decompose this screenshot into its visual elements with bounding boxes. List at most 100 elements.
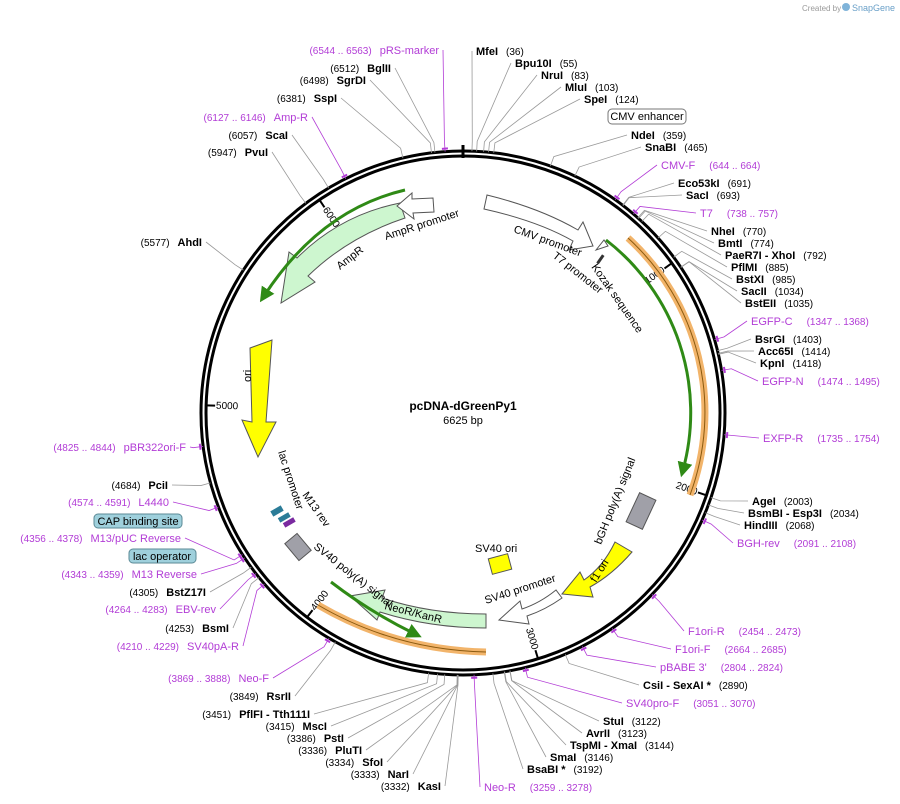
- site-label[interactable]: SacI(693): [686, 190, 740, 202]
- primer-binding-mark[interactable]: [324, 638, 331, 644]
- primer-label[interactable]: SV40pro-F(3051 .. 3070): [626, 698, 755, 710]
- site-label[interactable]: NruI(83): [541, 70, 589, 82]
- feature-sv40-polya-block[interactable]: [284, 532, 312, 562]
- feature-t7-promoter-arrow[interactable]: [594, 239, 609, 252]
- primer-label[interactable]: (4264 .. 4283)EBV-rev: [105, 604, 216, 616]
- site-label[interactable]: (3415)MscI: [266, 721, 327, 733]
- site-label[interactable]: (3333)NarI: [351, 769, 409, 781]
- site-label[interactable]: SpeI(124): [584, 94, 639, 106]
- boxed-cap-binding-site[interactable]: CAP binding site: [93, 513, 183, 529]
- site-label[interactable]: Acc65I(1414): [758, 346, 830, 358]
- primer-label[interactable]: T7(738 .. 757): [700, 208, 778, 220]
- feature-neor-kanr-arrow[interactable]: [348, 589, 487, 629]
- site-label[interactable]: (5947)PvuI: [208, 147, 268, 159]
- site-label[interactable]: BsmBI - Esp3I(2034): [748, 508, 859, 520]
- primer-binding-mark[interactable]: [251, 572, 257, 579]
- site-label[interactable]: (6057)ScaI: [228, 130, 288, 142]
- site-label[interactable]: KpnI(1418): [760, 358, 821, 370]
- primer-binding-mark[interactable]: [610, 628, 617, 634]
- site-label[interactable]: MfeI(36): [476, 46, 524, 58]
- site-label[interactable]: PaeR7I - XhoI(792): [725, 250, 827, 262]
- primer-binding-mark[interactable]: [522, 668, 530, 673]
- feature-egfp-orf-orange[interactable]: [625, 235, 709, 497]
- site-label[interactable]: NheI(770): [711, 226, 766, 238]
- site-label[interactable]: BmtI(774): [718, 238, 774, 250]
- site-label[interactable]: (4305)BstZ17I: [129, 587, 206, 599]
- site-label[interactable]: (3451)PflFI - Tth111I: [202, 709, 310, 721]
- primer-label[interactable]: EGFP-N(1474 .. 1495): [762, 376, 880, 388]
- primer-label[interactable]: (4825 .. 4844)pBR322ori-F: [53, 442, 186, 454]
- primer-label[interactable]: (6127 .. 6146)Amp-R: [204, 112, 309, 124]
- site-label[interactable]: (3334)SfoI: [325, 757, 383, 769]
- feature-egfp-orf-green[interactable]: [605, 238, 693, 478]
- site-label[interactable]: AvrII(3123): [586, 728, 647, 740]
- feature-ampr-promoter-arrow[interactable]: [396, 191, 435, 221]
- site-label[interactable]: (4253)BsmI: [165, 623, 229, 635]
- site-label[interactable]: (3849)RsrII: [230, 691, 291, 703]
- site-label[interactable]: (6498)SgrDI: [300, 75, 366, 87]
- site-label[interactable]: StuI(3122): [603, 716, 661, 728]
- site-label[interactable]: (6512)BglII: [330, 63, 391, 75]
- site-label[interactable]: SacII(1034): [741, 286, 804, 298]
- site-label[interactable]: CsiI - SexAI *(2890): [643, 680, 748, 692]
- primer-binding-mark[interactable]: [702, 518, 708, 525]
- feature-sv40-ori-block[interactable]: [487, 553, 513, 575]
- site-label[interactable]: BsaBI *(3192): [527, 764, 602, 776]
- primer-label[interactable]: (4210 .. 4229)SV40pA-R: [117, 641, 239, 653]
- primer-binding-mark[interactable]: [632, 209, 639, 215]
- site-label[interactable]: (5577)AhdI: [141, 237, 202, 249]
- site-label[interactable]: SmaI(3146): [550, 752, 613, 764]
- feature-lac-promoter-block[interactable]: [277, 512, 291, 523]
- primer-label[interactable]: BGH-rev(2091 .. 2108): [737, 538, 856, 550]
- site-label[interactable]: SnaBI(465): [645, 142, 708, 154]
- primer-label[interactable]: CMV-F(644 .. 664): [661, 160, 760, 172]
- primer-binding-mark[interactable]: [198, 443, 202, 450]
- site-label[interactable]: Eco53kI(691): [678, 178, 751, 190]
- feature-cmv-promoter-arrow[interactable]: [483, 194, 594, 251]
- site-label[interactable]: NdeI(359): [631, 130, 686, 142]
- primer-label[interactable]: (4356 .. 4378)M13/pUC Reverse: [20, 533, 181, 545]
- primer-binding-mark[interactable]: [715, 335, 720, 342]
- feature-ampr-arrow[interactable]: [280, 202, 406, 304]
- site-label[interactable]: AgeI(2003): [752, 496, 813, 508]
- primer-label[interactable]: EGFP-C(1347 .. 1368): [751, 316, 869, 328]
- site-label[interactable]: MluI(103): [565, 82, 618, 94]
- feature-ori-arrow[interactable]: [241, 339, 277, 459]
- primer-binding-mark[interactable]: [237, 553, 243, 560]
- primer-label[interactable]: (4343 .. 4359)M13 Reverse: [61, 569, 197, 581]
- primer-label[interactable]: (6544 .. 6563)pRS-marker: [309, 45, 439, 57]
- feature-kozak-block[interactable]: [596, 254, 605, 265]
- primer-label[interactable]: F1ori-R(2454 .. 2473): [688, 626, 801, 638]
- primer-binding-mark[interactable]: [259, 583, 265, 589]
- feature-m13-rev-block[interactable]: [282, 517, 296, 528]
- feature-cap-site-block[interactable]: [270, 505, 284, 517]
- primer-binding-mark[interactable]: [613, 194, 621, 200]
- primer-binding-mark[interactable]: [341, 173, 348, 179]
- primer-label[interactable]: EXFP-R(1735 .. 1754): [763, 433, 880, 445]
- site-label[interactable]: BstEII(1035): [745, 298, 813, 310]
- primer-label[interactable]: pBABE 3'(2804 .. 2824): [660, 662, 783, 674]
- site-label[interactable]: (6381)SspI: [277, 93, 337, 105]
- site-label[interactable]: Bpu10I(55): [515, 58, 577, 70]
- primer-label[interactable]: F1ori-F(2664 .. 2685): [675, 644, 787, 656]
- primer-label[interactable]: (3869 .. 3888)Neo-F: [168, 673, 269, 685]
- site-label[interactable]: TspMI - XmaI(3144): [570, 740, 674, 752]
- site-label[interactable]: BsrGI(1403): [755, 334, 822, 346]
- feature-bgh-polya-block[interactable]: [625, 492, 657, 530]
- site-label[interactable]: PflMI(885): [731, 262, 789, 274]
- primer-binding-mark[interactable]: [213, 504, 218, 512]
- primer-binding-mark[interactable]: [651, 593, 657, 600]
- site-label[interactable]: (4684)PciI: [112, 480, 168, 492]
- primer-binding-mark[interactable]: [580, 646, 587, 652]
- primer-label[interactable]: (4574 .. 4591)L4440: [68, 497, 169, 509]
- site-label[interactable]: (3386)PstI: [287, 733, 344, 745]
- site-label[interactable]: HindIII(2068): [744, 520, 815, 532]
- feature-sv40-promoter-arrow[interactable]: [497, 589, 563, 625]
- site-label[interactable]: (3332)KasI: [381, 781, 441, 793]
- primer-binding-mark[interactable]: [725, 431, 729, 439]
- primer-label[interactable]: Neo-R(3259 .. 3278): [484, 782, 592, 794]
- boxed-lac-operator[interactable]: lac operator: [128, 548, 197, 564]
- site-label[interactable]: BstXI(985): [736, 274, 795, 286]
- boxed-cmv-enhancer[interactable]: CMV enhancer: [607, 108, 687, 125]
- feature-f1-ori-arrow[interactable]: [561, 541, 633, 598]
